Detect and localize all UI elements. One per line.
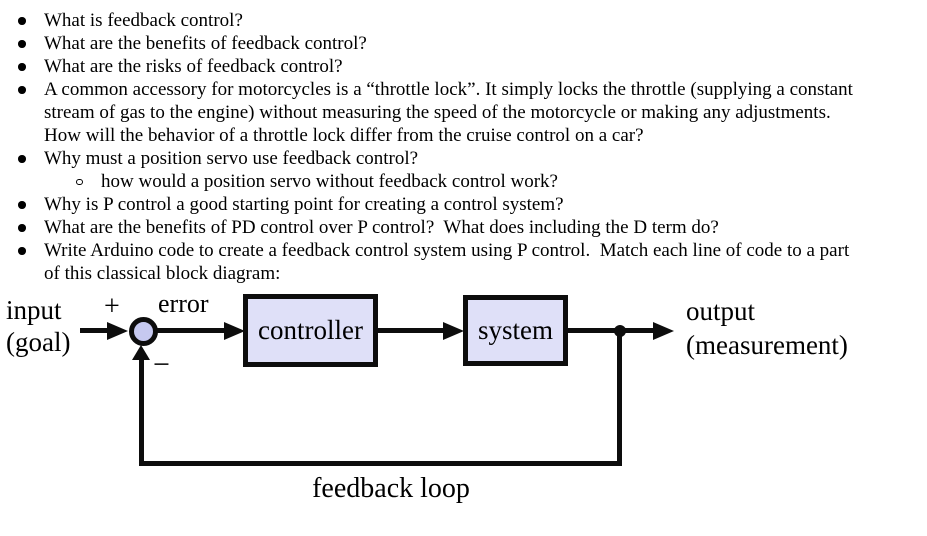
arrowhead-up-icon — [132, 345, 150, 360]
minus-sign: − — [153, 348, 170, 381]
question-list: What is feedback control? What are the b… — [0, 9, 927, 285]
question-text: A common accessory for motorcycles is a … — [44, 79, 858, 146]
bullet-icon — [18, 86, 26, 94]
bullet-icon — [18, 247, 26, 255]
feedback-loop-label: feedback loop — [312, 473, 470, 504]
list-item: What are the benefits of feedback contro… — [0, 32, 867, 55]
bullet-list: What is feedback control? What are the b… — [0, 9, 867, 285]
arrowhead-right-icon — [653, 322, 674, 340]
controller-label: controller — [258, 315, 363, 345]
output-signal-line — [566, 328, 654, 333]
question-text: What are the benefits of PD control over… — [44, 217, 719, 238]
system-block: system — [463, 295, 568, 366]
bullet-icon — [18, 224, 26, 232]
summing-junction — [129, 317, 158, 346]
plus-sign: + — [104, 291, 120, 322]
feedback-bottom-line — [139, 461, 622, 466]
arrowhead-right-icon — [107, 322, 128, 340]
feedback-left-line — [139, 356, 144, 466]
sub-list-item: how would a position servo without feedb… — [44, 170, 867, 193]
sub-bullet-list: how would a position servo without feedb… — [44, 170, 867, 193]
question-text: What are the benefits of feedback contro… — [44, 33, 367, 54]
sub-question-text: how would a position servo without feedb… — [101, 171, 558, 192]
list-item: Write Arduino code to create a feedback … — [0, 239, 867, 285]
error-signal-line — [157, 328, 225, 333]
bullet-icon — [18, 63, 26, 71]
arrowhead-right-icon — [443, 322, 464, 340]
bullet-icon — [18, 201, 26, 209]
open-bullet-icon — [76, 178, 83, 185]
list-item: Why must a position servo use feedback c… — [0, 147, 867, 193]
bullet-icon — [18, 40, 26, 48]
list-item: A common accessory for motorcycles is a … — [0, 78, 867, 147]
question-text: Write Arduino code to create a feedback … — [44, 240, 854, 284]
list-item: What is feedback control? — [0, 9, 867, 32]
list-item: What are the risks of feedback control? — [0, 55, 867, 78]
question-text: Why is P control a good starting point f… — [44, 194, 564, 215]
error-label: error — [158, 289, 209, 318]
list-item: Why is P control a good starting point f… — [0, 193, 867, 216]
output-measurement-label: output (measurement) — [686, 296, 848, 360]
input-goal-label: input (goal) — [6, 295, 71, 357]
input-signal-line — [80, 328, 107, 333]
bullet-icon — [18, 17, 26, 25]
bullet-icon — [18, 155, 26, 163]
question-text: What is feedback control? — [44, 10, 243, 31]
controller-block: controller — [243, 294, 378, 367]
question-text: Why must a position servo use feedback c… — [44, 148, 419, 169]
arrowhead-right-icon — [224, 322, 245, 340]
question-text: What are the risks of feedback control? — [44, 56, 343, 77]
list-item: What are the benefits of PD control over… — [0, 216, 867, 239]
controller-system-line — [376, 328, 444, 333]
feedback-right-line — [617, 331, 622, 466]
system-label: system — [477, 315, 553, 345]
